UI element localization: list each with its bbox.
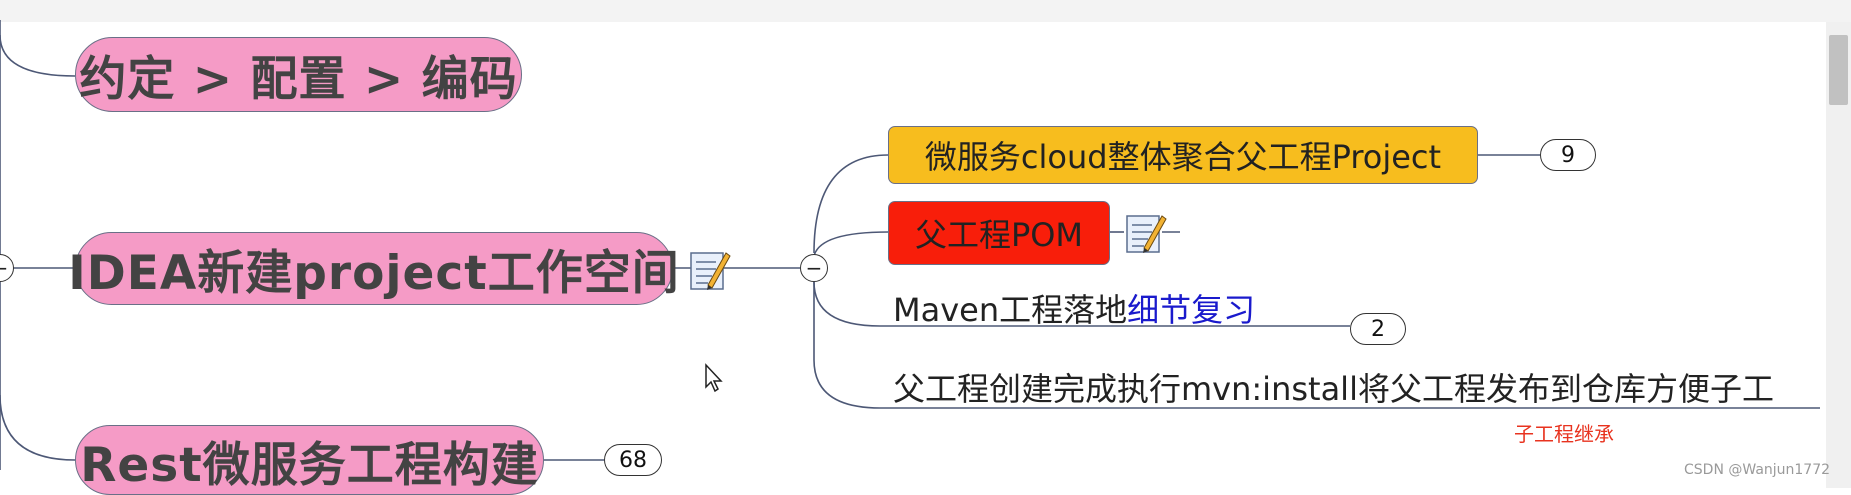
node-convention[interactable]: 约定 > 配置 > 编码 [75, 37, 522, 112]
note-pencil-icon-pom[interactable] [1124, 210, 1168, 256]
node-idea-workspace[interactable]: IDEA新建project工作空间 [68, 232, 679, 305]
mouse-pointer-icon [705, 363, 723, 393]
badge-cloud-parent-count[interactable]: 9 [1540, 139, 1596, 171]
branch-cloud [813, 154, 889, 254]
scrollbar-thumb[interactable] [1829, 35, 1848, 105]
collapse-toggle-idea[interactable]: − [800, 254, 828, 282]
connector-convention [0, 34, 76, 77]
node-install-note[interactable]: 父工程创建完成执行mvn:install将父工程发布到仓库方便子工 [893, 370, 1774, 408]
connector-rest [0, 394, 76, 461]
branch-install [813, 282, 1820, 409]
maven-text: Maven工程落地 [893, 291, 1128, 329]
branch-maven [813, 281, 1350, 327]
badge-maven-count[interactable]: 2 [1350, 313, 1406, 345]
maven-review-link[interactable]: 细节复习 [1127, 291, 1256, 329]
badge-rest-count[interactable]: 68 [604, 444, 662, 476]
watermark: CSDN @Wanjun1772 [1684, 462, 1831, 478]
annotation-child-inherit: 子工程继承 [1514, 422, 1614, 446]
top-toolbar-strip [0, 0, 1851, 22]
note-pencil-icon[interactable] [688, 247, 732, 293]
branch-pom [813, 231, 889, 257]
node-parent-pom[interactable]: 父工程POM [888, 201, 1110, 265]
node-rest[interactable]: Rest微服务工程构建 [75, 425, 544, 495]
node-cloud-parent[interactable]: 微服务cloud整体聚合父工程Project [888, 126, 1478, 184]
node-maven[interactable]: Maven工程落地细节复习 [893, 285, 1255, 331]
